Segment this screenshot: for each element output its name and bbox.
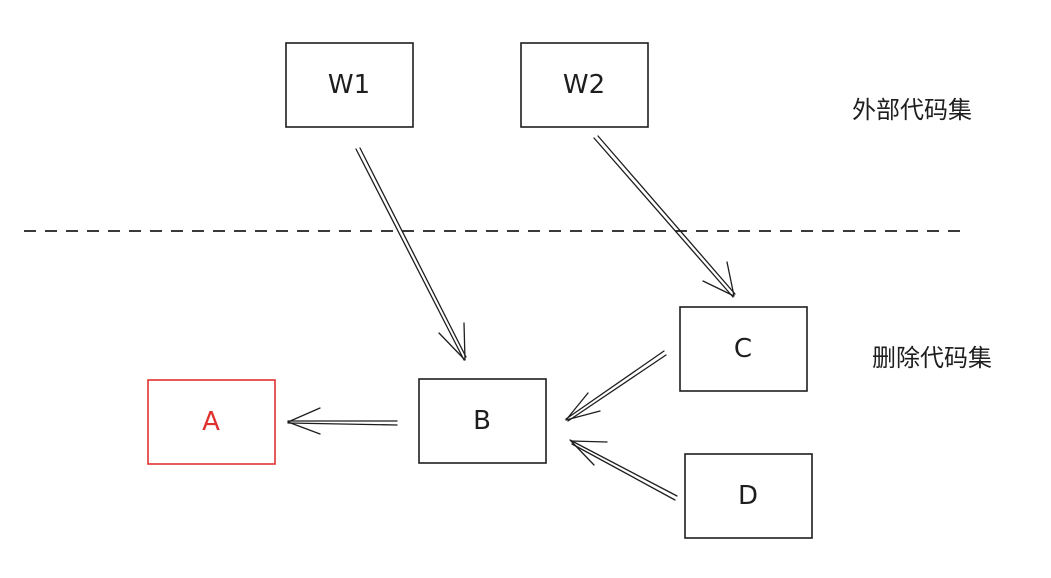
- deleted-region-label: 删除代码集: [872, 344, 992, 372]
- edge-c-to-b: [565, 350, 667, 422]
- node-w1[interactable]: W1: [285, 42, 414, 128]
- edge-w2-to-c: [593, 135, 736, 298]
- node-d-label: D: [738, 481, 758, 511]
- node-a-label: A: [202, 407, 220, 437]
- node-c-label: C: [734, 334, 752, 364]
- node-w1-box: [285, 42, 414, 128]
- node-c[interactable]: C: [679, 306, 808, 392]
- node-a-box: [147, 379, 276, 465]
- node-a[interactable]: A: [147, 379, 276, 465]
- node-d[interactable]: D: [684, 453, 813, 539]
- node-d-box: [684, 453, 813, 539]
- edge-d-to-b: [569, 439, 678, 501]
- node-b-label: B: [473, 406, 491, 436]
- node-w2-label: W2: [563, 70, 605, 100]
- external-region-label: 外部代码集: [852, 96, 972, 124]
- node-b[interactable]: B: [418, 378, 547, 464]
- edge-w1-to-b: [355, 147, 467, 361]
- node-b-box: [418, 378, 547, 464]
- node-w2-box: [520, 42, 649, 128]
- node-w1-label: W1: [328, 70, 370, 100]
- edge-b-to-a: [287, 407, 398, 435]
- node-w2[interactable]: W2: [520, 42, 649, 128]
- node-c-box: [679, 306, 808, 392]
